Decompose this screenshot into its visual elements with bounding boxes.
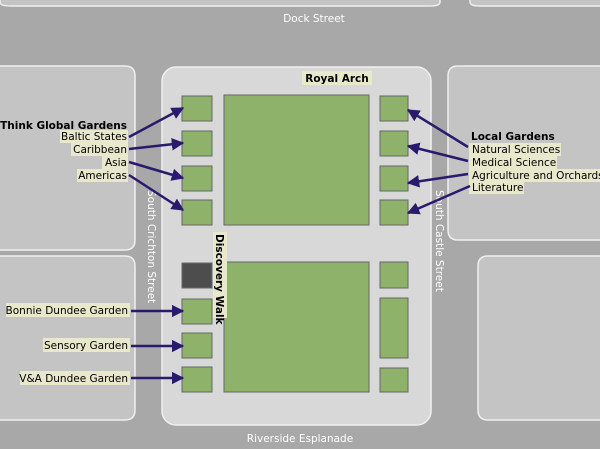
royal-arch-label-bg: [302, 71, 372, 85]
garden-large-north: [223, 94, 370, 226]
label-va-dundee: V&A Dundee Garden: [19, 373, 128, 385]
label-bg-agriculture: [469, 169, 600, 182]
label-bg-americas: [77, 169, 128, 182]
local-gardens-heading: Local Gardens: [471, 131, 555, 143]
discovery-walk-label: Discovery Walk: [213, 234, 225, 326]
plot-sensory: [181, 332, 213, 359]
label-bg-baltic: [60, 130, 128, 143]
arrow-literature: [406, 184, 471, 215]
label-medical-science: Medical Science: [472, 157, 556, 169]
plot-dark: [181, 262, 213, 289]
label-bg-va: [20, 371, 130, 385]
plot-baltic-states: [181, 95, 213, 122]
plot-va-dundee: [181, 366, 213, 393]
label-asia: Asia: [105, 157, 127, 169]
label-agriculture: Agriculture and Orchards: [472, 170, 600, 182]
block-right-lower: [477, 255, 600, 421]
label-bg-natural: [469, 143, 561, 156]
plot-medical-science: [379, 130, 409, 157]
discovery-walk-label-bg: [213, 232, 227, 318]
arrow-baltic: [128, 106, 185, 139]
block-top-left: [0, 0, 441, 7]
label-baltic-states: Baltic States: [61, 131, 127, 143]
label-natural-sciences: Natural Sciences: [472, 144, 560, 156]
arrow-agriculture: [406, 172, 469, 188]
street-south-castle: South Castle Street: [433, 190, 445, 292]
plot-asia: [181, 165, 213, 192]
label-bg-medical: [469, 156, 557, 169]
plot-right-lower-1: [379, 261, 409, 289]
arrow-asia: [128, 160, 185, 181]
arrow-medical: [406, 142, 469, 163]
label-bg-bonnie: [6, 303, 130, 317]
block-top-right: [469, 0, 600, 7]
plot-literature: [379, 199, 409, 226]
plot-caribbean: [181, 130, 213, 157]
street-south-crichton: South Crichton Street: [145, 190, 157, 303]
arrow-natural: [406, 108, 469, 149]
street-riverside: Riverside Esplanade: [247, 433, 353, 445]
plot-bonnie-dundee: [181, 298, 213, 325]
label-literature: Literature: [472, 182, 523, 194]
label-bg-literature: [469, 181, 524, 194]
think-global-heading: Think Global Gardens: [0, 120, 127, 132]
plot-right-lower-3: [379, 367, 409, 393]
label-bonnie-dundee: Bonnie Dundee Garden: [6, 305, 128, 317]
plot-natural-sciences: [379, 95, 409, 122]
block-left-upper: [0, 65, 136, 251]
garden-large-south: [223, 261, 370, 393]
plot-right-lower-2: [379, 297, 409, 359]
label-bg-caribbean: [71, 143, 128, 156]
label-bg-sensory: [43, 338, 130, 352]
plot-agriculture: [379, 165, 409, 192]
royal-arch-label: Royal Arch: [305, 73, 369, 85]
arrow-caribbean: [128, 138, 185, 151]
arrow-americas: [128, 173, 185, 212]
label-caribbean: Caribbean: [73, 144, 127, 156]
label-sensory: Sensory Garden: [44, 340, 128, 352]
label-bg-asia: [102, 156, 128, 169]
label-americas: Americas: [78, 170, 127, 182]
plot-americas: [181, 199, 213, 226]
street-dock: Dock Street: [283, 13, 345, 25]
